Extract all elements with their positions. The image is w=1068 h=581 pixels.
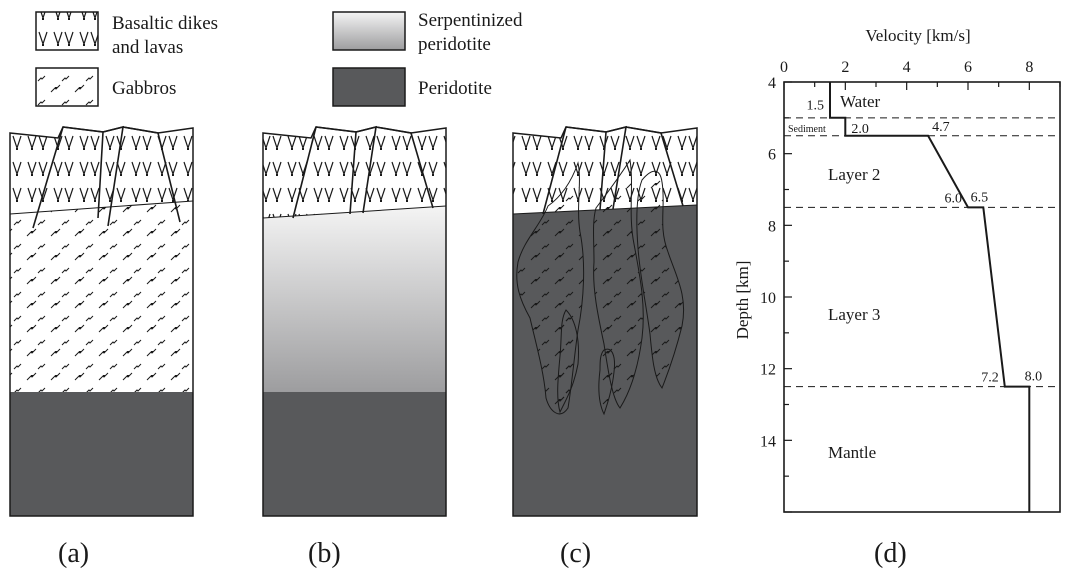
velocity-depth-chart: Velocity [km/s] Depth [km] 0 2 4 6 8 4 6 8 10 12 1… xyxy=(733,26,1061,513)
legend: Basaltic dikes and lavas Gabbros Serpent… xyxy=(35,10,523,107)
panel-c-label: (c) xyxy=(560,538,591,569)
y-axis-title: Depth [km] xyxy=(733,261,752,340)
layer-label-layer2: Layer 2 xyxy=(828,165,880,184)
legend-serpentinized-label: Serpentinized xyxy=(418,10,523,31)
velocity-label-3: 6.0 xyxy=(945,191,963,206)
panel-a-peridotite xyxy=(10,392,193,516)
legend-peridotite-swatch xyxy=(332,67,406,107)
y-tick-label-5: 14 xyxy=(760,433,776,450)
legend-basalt-label: Basaltic dikes xyxy=(112,13,218,34)
y-tick-label-2: 8 xyxy=(768,218,776,235)
panel-c-gabbro-intrusion-3 xyxy=(636,170,685,389)
panel-a-fault-1 xyxy=(32,126,64,229)
legend-gabbro-swatch xyxy=(35,67,99,107)
layer-label-sediment: Sediment xyxy=(788,124,826,135)
layer-label-water: Water xyxy=(840,92,880,111)
panel-c-gabbro-intrusion-4 xyxy=(557,309,579,414)
y-tick-label-4: 12 xyxy=(760,362,776,379)
panel-c-gabbro-intrusion-5 xyxy=(598,348,615,416)
x-axis-title: Velocity [km/s] xyxy=(865,26,970,45)
panel-b-fault-1 xyxy=(292,126,317,219)
x-tick-label-1: 2 xyxy=(841,59,849,76)
x-tick-label-3: 6 xyxy=(964,59,972,76)
panel-b-outline xyxy=(262,126,447,517)
panel-b-serpentinized xyxy=(263,206,446,392)
legend-peridotite-label: Peridotite xyxy=(418,78,492,99)
velocity-label-2: 4.7 xyxy=(932,120,950,135)
plot-frame xyxy=(783,81,1061,513)
layer-label-layer3: Layer 3 xyxy=(828,305,880,324)
panel-c-fault-1 xyxy=(542,126,567,215)
y-tick-label-1: 6 xyxy=(768,147,776,164)
velocity-profile-line xyxy=(829,82,1031,512)
panel-a-gabbro xyxy=(10,201,193,392)
panel-c-outline xyxy=(512,126,698,517)
legend-basalt-swatch xyxy=(35,11,99,51)
panel-b-peridotite xyxy=(263,392,446,516)
panel-a-basalt-base-line xyxy=(9,200,194,215)
velocity-label-6: 8.0 xyxy=(1025,370,1043,385)
y-tick-label-0: 4 xyxy=(768,75,776,92)
panel-a xyxy=(9,125,194,517)
legend-basalt-label-line2: and lavas xyxy=(112,37,183,58)
layer-label-mantle: Mantle xyxy=(828,443,876,462)
velocity-label-5: 7.2 xyxy=(981,371,999,386)
legend-serpentinized-swatch xyxy=(332,11,406,51)
x-tick-label-2: 4 xyxy=(903,59,911,76)
panel-b xyxy=(262,125,447,517)
legend-gabbro-label: Gabbros xyxy=(112,78,176,99)
y-tick-label-3: 10 xyxy=(760,290,776,307)
panel-b-label: (b) xyxy=(308,538,341,569)
velocity-label-0: 1.5 xyxy=(807,99,825,114)
panel-c xyxy=(512,125,698,517)
velocity-label-1: 2.0 xyxy=(851,122,869,137)
panel-d-label: (d) xyxy=(874,538,907,569)
x-tick-label-0: 0 xyxy=(780,59,788,76)
x-tick-label-4: 8 xyxy=(1025,59,1033,76)
panel-a-outline xyxy=(9,126,194,517)
velocity-label-4: 6.5 xyxy=(971,190,989,205)
legend-serpentinized-label-line2: peridotite xyxy=(418,34,491,55)
panel-a-label: (a) xyxy=(58,538,89,569)
panel-c-gabbro-intrusion-2 xyxy=(593,158,644,409)
panel-b-basalt xyxy=(263,127,446,218)
